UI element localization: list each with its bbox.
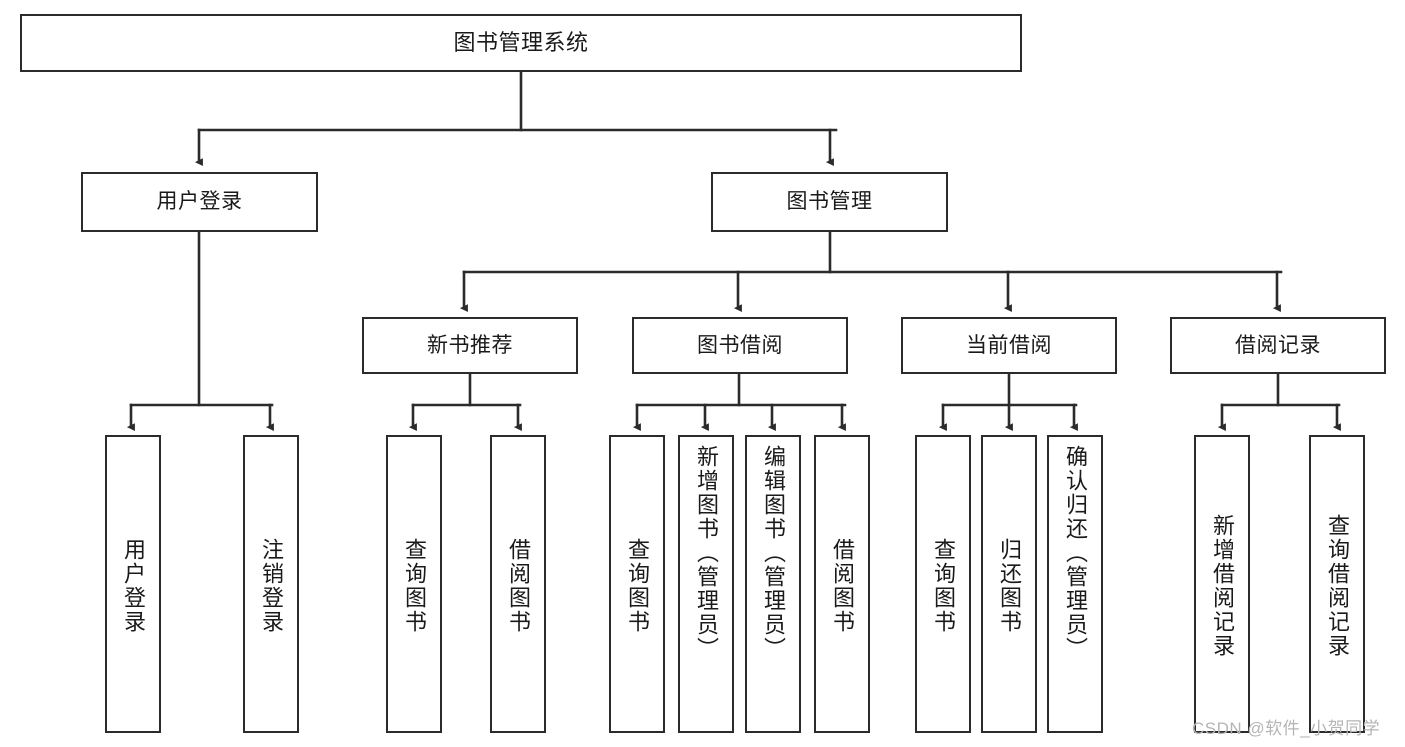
- node-label: 借阅图书: [505, 538, 531, 634]
- node-label: 新增图书（管理员）: [693, 445, 719, 661]
- leaf-new-book-query[interactable]: 查询图书: [386, 435, 442, 733]
- node-new-book-recommend[interactable]: 新书推荐: [362, 317, 578, 374]
- node-label: 借阅记录: [1235, 333, 1321, 357]
- node-label: 查询图书: [624, 538, 650, 634]
- node-label: 图书管理: [786, 190, 873, 214]
- csdn-watermark: CSDN @软件_小贺同学: [1192, 714, 1380, 739]
- leaf-current-borrow-confirm-return[interactable]: 确认归还（管理员）: [1047, 435, 1103, 733]
- leaf-new-book-borrow[interactable]: 借阅图书: [490, 435, 546, 733]
- node-label: 确认归还（管理员）: [1062, 445, 1088, 661]
- node-label: 当前借阅: [966, 333, 1052, 357]
- leaf-user-login-logout[interactable]: 注销登录: [243, 435, 299, 733]
- watermark-text: CSDN @软件_小贺同学: [1192, 719, 1381, 738]
- node-borrow-record[interactable]: 借阅记录: [1170, 317, 1386, 374]
- node-label: 新增借阅记录: [1209, 514, 1235, 658]
- leaf-book-borrow-edit[interactable]: 编辑图书（管理员）: [745, 435, 801, 733]
- node-label: 新书推荐: [427, 333, 513, 357]
- node-label: 查询图书: [401, 538, 427, 634]
- node-root-system[interactable]: 图书管理系统: [20, 14, 1022, 72]
- node-label: 借阅图书: [829, 538, 855, 634]
- leaf-current-borrow-query[interactable]: 查询图书: [915, 435, 971, 733]
- node-label: 图书管理系统: [453, 29, 589, 55]
- node-book-management[interactable]: 图书管理: [711, 172, 948, 232]
- node-current-borrow[interactable]: 当前借阅: [901, 317, 1117, 374]
- node-book-borrow[interactable]: 图书借阅: [632, 317, 848, 374]
- node-label: 图书借阅: [697, 333, 783, 357]
- leaf-book-borrow-add[interactable]: 新增图书（管理员）: [678, 435, 734, 733]
- node-label: 归还图书: [996, 538, 1022, 634]
- leaf-borrow-record-query[interactable]: 查询借阅记录: [1309, 435, 1365, 733]
- node-label: 用户登录: [156, 190, 243, 214]
- node-label: 查询借阅记录: [1324, 514, 1350, 658]
- leaf-book-borrow-query[interactable]: 查询图书: [609, 435, 665, 733]
- leaf-book-borrow-borrow[interactable]: 借阅图书: [814, 435, 870, 733]
- node-user-login[interactable]: 用户登录: [81, 172, 318, 232]
- node-label: 注销登录: [258, 538, 284, 634]
- leaf-user-login-login[interactable]: 用户登录: [105, 435, 161, 733]
- node-label: 查询图书: [930, 538, 956, 634]
- node-label: 用户登录: [120, 538, 146, 634]
- leaf-current-borrow-return[interactable]: 归还图书: [981, 435, 1037, 733]
- leaf-borrow-record-add[interactable]: 新增借阅记录: [1194, 435, 1250, 733]
- node-label: 编辑图书（管理员）: [760, 445, 786, 661]
